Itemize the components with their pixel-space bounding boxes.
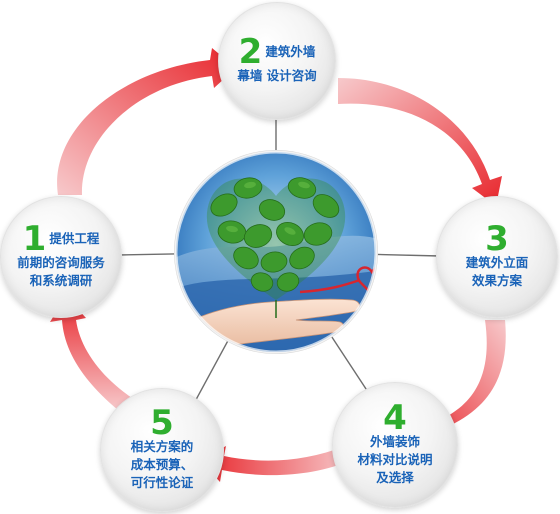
step-5-node: 5 相关方案的 成本预算、 可行性论证 xyxy=(100,388,224,512)
step-4-line-1: 外墙装饰 xyxy=(369,434,420,449)
center-illustration xyxy=(174,150,378,354)
step-2-number: 2 xyxy=(238,32,263,72)
step-5-line-1: 相关方案的 xyxy=(130,439,194,454)
step-3-line-1: 建筑外立面 xyxy=(465,255,529,270)
step-4-line-3: 及选择 xyxy=(376,470,414,485)
step-3-number: 3 xyxy=(485,219,509,259)
step-2-line-2: 幕墙 设计咨询 xyxy=(237,68,317,83)
step-1-line-2: 前期的咨询服务 xyxy=(17,255,105,270)
step-5-line-2: 成本预算、 xyxy=(130,457,194,472)
step-5-number: 5 xyxy=(150,403,174,443)
step-5-line-3: 可行性论证 xyxy=(130,475,194,490)
step-4-line-2: 材料对比说明 xyxy=(357,452,433,467)
leaf-heart-icon xyxy=(206,177,346,318)
step-1-number: 1 xyxy=(22,219,47,259)
step-3-line-2: 效果方案 xyxy=(471,273,522,288)
step-4-number: 4 xyxy=(383,398,407,438)
step-1-line-1: 提供工程 xyxy=(49,231,100,246)
step-2-line-1: 建筑外墙 xyxy=(265,44,316,59)
step-1-line-3: 和系统调研 xyxy=(29,273,93,288)
step-4-node: 4 外墙装饰 材料对比说明 及选择 xyxy=(332,382,458,508)
step-3-node: 3 建筑外立面 效果方案 xyxy=(436,196,558,318)
